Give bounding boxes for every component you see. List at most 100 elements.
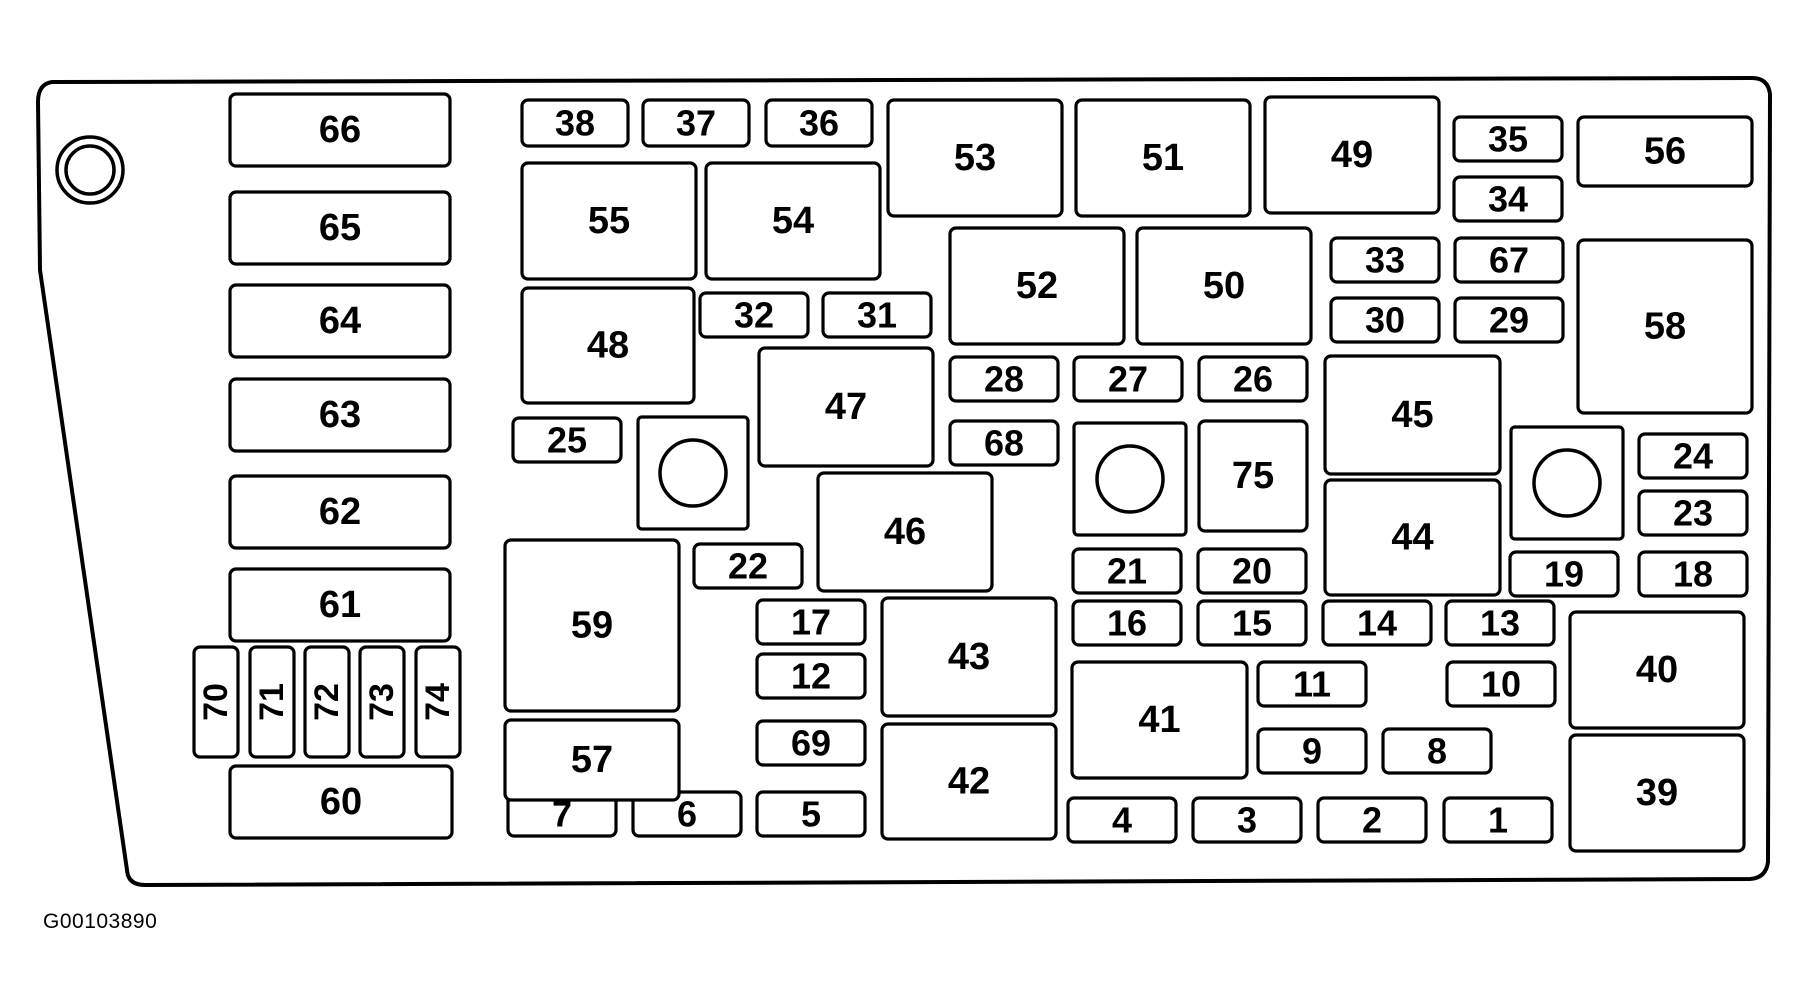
box-label: 31 <box>857 295 897 336</box>
box-outline <box>1321 599 1433 647</box>
box-outline <box>1576 238 1754 415</box>
box-label: 38 <box>555 103 595 144</box>
box-label: 70 <box>197 683 235 721</box>
box-outline <box>1453 236 1565 284</box>
figure-code-label: G00103890 <box>43 910 158 933</box>
fuse-relay-box-14: 14 <box>1321 599 1433 647</box>
box-label: 29 <box>1489 300 1529 341</box>
box-label: 42 <box>948 761 990 803</box>
box-outline <box>1070 660 1249 780</box>
fuse-relay-box-51: 51 <box>1074 98 1252 218</box>
fuse-relay-box-31: 31 <box>821 291 933 339</box>
fuse-relay-box-61: 61 <box>228 567 452 643</box>
box-label: 53 <box>954 137 996 179</box>
fuse-relay-box-68: 68 <box>948 419 1060 467</box>
box-label: 46 <box>884 511 926 553</box>
box-outline <box>1323 354 1502 476</box>
fuse-relay-box-26: 26 <box>1197 355 1309 403</box>
fuse-relay-box-10: 10 <box>1445 660 1557 708</box>
box-label: 21 <box>1107 551 1147 592</box>
fuse-relay-box-71: 71 <box>248 645 296 759</box>
box-label: 62 <box>319 491 361 533</box>
fuse-relay-box-52: 52 <box>948 226 1126 346</box>
box-outline <box>358 645 406 759</box>
box-outline <box>520 161 698 281</box>
box-outline <box>1452 115 1564 163</box>
fuse-relay-box-17: 17 <box>755 598 867 646</box>
box-outline <box>1196 547 1308 595</box>
fuse-relay-box-36: 36 <box>764 98 874 148</box>
box-label: 36 <box>799 103 839 144</box>
box-label: 43 <box>948 636 990 678</box>
box-outline <box>1135 226 1313 346</box>
box-label: 45 <box>1391 394 1433 436</box>
fuse-relay-box-41: 41 <box>1070 660 1249 780</box>
box-label: 63 <box>319 394 361 436</box>
box-label: 55 <box>588 200 630 242</box>
box-label: 60 <box>320 781 362 823</box>
box-outline <box>755 652 867 700</box>
fuse-relay-box-13: 13 <box>1444 599 1556 647</box>
fuse-relay-box-47: 47 <box>757 346 935 468</box>
box-label: 68 <box>984 423 1024 464</box>
box-label: 24 <box>1673 436 1713 477</box>
box-outline <box>948 355 1060 403</box>
fuse-relay-box-3: 3 <box>1191 796 1303 844</box>
box-label: 13 <box>1480 603 1520 644</box>
box-label: 16 <box>1107 603 1147 644</box>
box-outline <box>1445 660 1557 708</box>
box-outline <box>1323 478 1502 597</box>
box-label: 26 <box>1233 359 1273 400</box>
box-outline <box>228 764 454 840</box>
fuse-relay-box-33: 33 <box>1329 236 1441 284</box>
fuse-relay-box-38: 38 <box>520 98 630 148</box>
fuse-relay-box-5: 5 <box>755 790 867 838</box>
box-label: 2 <box>1362 800 1382 841</box>
box-label: 47 <box>825 386 867 428</box>
fuse-relay-box-72: 72 <box>303 645 351 759</box>
box-label: 32 <box>734 295 774 336</box>
box-outline <box>511 416 623 464</box>
box-label: 37 <box>676 103 716 144</box>
box-outline <box>1453 296 1565 344</box>
fuse-relay-box-27: 27 <box>1072 355 1184 403</box>
box-outline <box>755 598 867 646</box>
fuse-relay-box-55: 55 <box>520 161 698 281</box>
fuse-relay-box-19: 19 <box>1508 550 1620 598</box>
box-outline <box>698 291 810 339</box>
fuse-relay-box-70: 70 <box>192 645 240 759</box>
box-outline <box>1568 610 1746 730</box>
relay-mount-boss-3 <box>1509 425 1625 541</box>
fuse-relay-box-74: 74 <box>414 645 462 759</box>
box-outline <box>1074 98 1252 218</box>
box-outline <box>1508 550 1620 598</box>
box-label: 22 <box>728 546 768 587</box>
box-outline <box>1576 115 1754 188</box>
box-outline <box>1197 355 1309 403</box>
fuse-relay-box-25: 25 <box>511 416 623 464</box>
box-outline <box>1071 547 1183 595</box>
box-label: 50 <box>1203 265 1245 307</box>
fuse-relay-box-49: 49 <box>1263 95 1441 215</box>
fuse-relay-box-8: 8 <box>1381 727 1493 775</box>
fuse-relay-box-62: 62 <box>228 474 452 550</box>
box-outline <box>1329 296 1441 344</box>
fuse-relay-box-65: 65 <box>228 190 452 266</box>
fuse-relay-box-21: 21 <box>1071 547 1183 595</box>
fuse-relay-box-64: 64 <box>228 283 452 359</box>
box-outline <box>880 722 1058 841</box>
box-label: 74 <box>419 683 457 721</box>
box-label: 71 <box>253 683 291 721</box>
box-outline <box>821 291 933 339</box>
box-label: 64 <box>319 300 361 342</box>
fuse-relay-box-40: 40 <box>1568 610 1746 730</box>
fuse-relay-box-20: 20 <box>1196 547 1308 595</box>
box-outline <box>1263 95 1441 215</box>
box-outline <box>1442 796 1554 844</box>
box-label: 19 <box>1544 554 1584 595</box>
box-outline <box>1381 727 1493 775</box>
box-outline <box>948 226 1126 346</box>
box-outline <box>228 190 452 266</box>
box-outline <box>520 286 696 405</box>
box-outline <box>503 718 681 802</box>
